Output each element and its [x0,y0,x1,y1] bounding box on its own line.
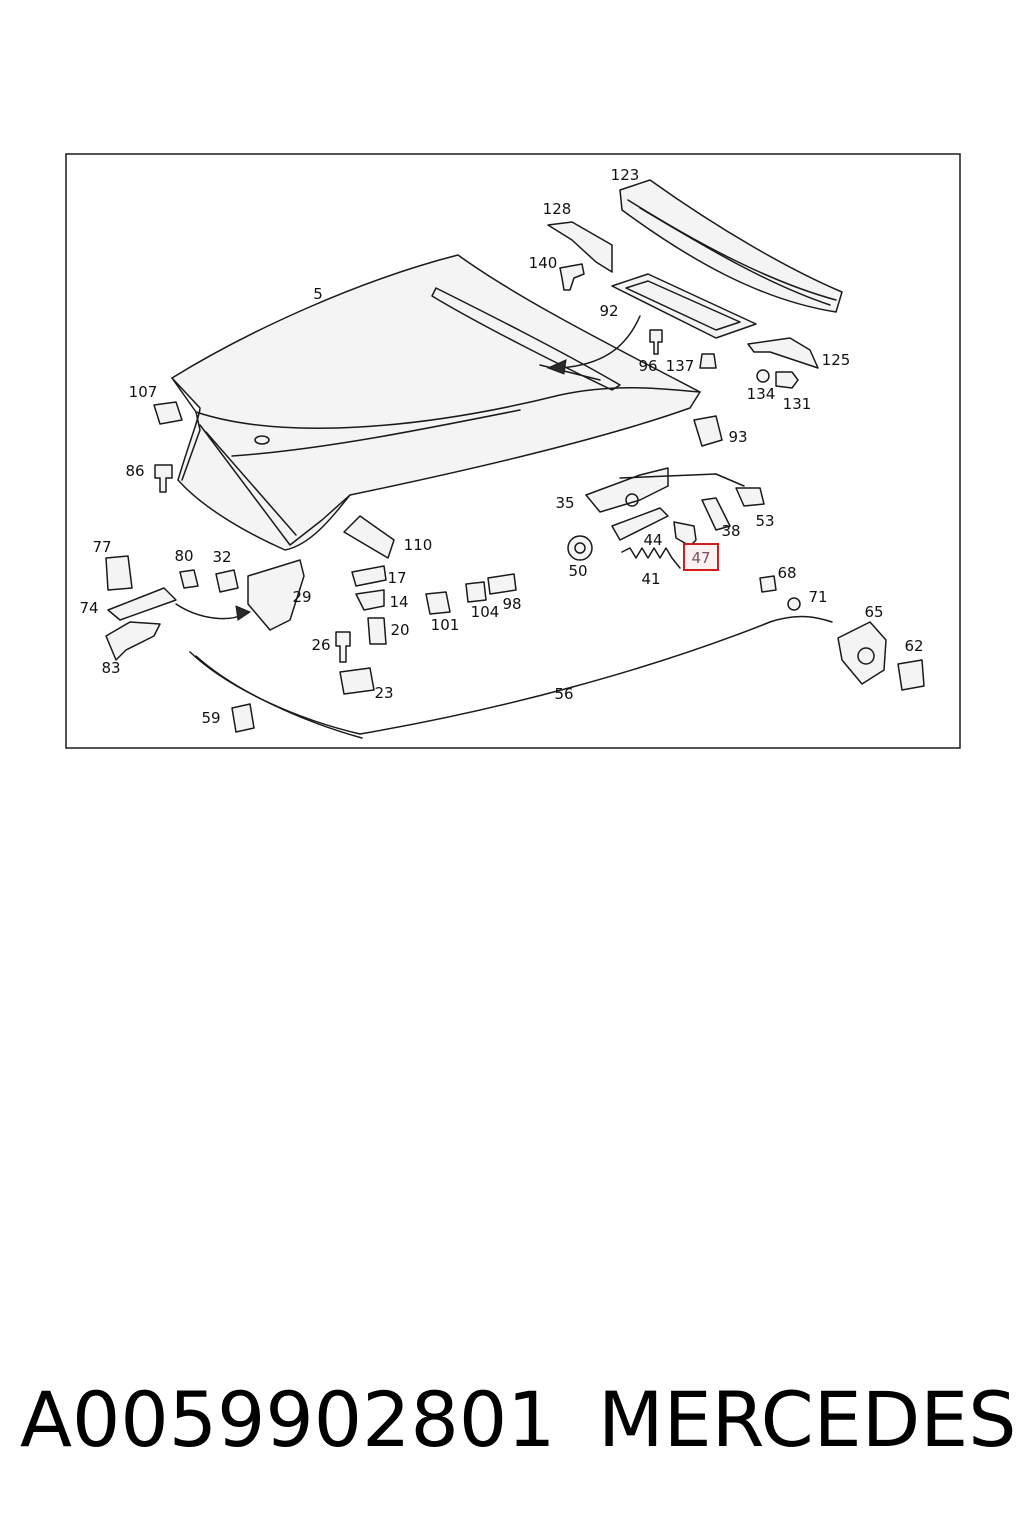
brand-name: MERCEDES [598,1375,1017,1464]
callout-80: 80 [174,547,193,565]
callout-107: 107 [129,383,158,401]
plate-17 [351,565,387,587]
callout-92: 92 [599,302,618,320]
callout-77: 77 [92,538,111,556]
spring-41 [621,547,681,569]
callout-134: 134 [747,385,776,403]
seal-92 [611,273,757,339]
clip-59 [231,703,255,733]
callout-32: 32 [212,548,231,566]
cowl-strip-part [619,179,843,313]
plate-44 [611,507,669,541]
callout-29: 29 [292,588,311,606]
buffer-107 [153,401,183,425]
callout-123: 123 [611,166,640,184]
callout-14: 14 [389,593,408,611]
pin-38 [701,497,731,531]
callout-53: 53 [755,512,774,530]
callout-68: 68 [777,564,796,582]
hood-part [171,254,701,551]
bolt-32 [215,569,239,593]
cable-56 [189,615,833,735]
clip-62 [897,659,925,691]
callout-44: 44 [643,531,662,549]
callout-56: 56 [554,685,573,703]
callout-26: 26 [311,636,330,654]
clip-140 [559,263,585,291]
block-93 [693,415,723,447]
callout-101: 101 [431,616,460,634]
callout-17: 17 [387,569,406,587]
bolt-26 [335,631,351,663]
washer-71 [787,597,801,611]
callout-38: 38 [721,522,740,540]
callout-71: 71 [808,588,827,606]
bolt-68 [759,575,777,593]
callout-65: 65 [864,603,883,621]
highlight-box-47 [683,543,719,571]
latch-23 [339,667,375,695]
callout-20: 20 [390,621,409,639]
nut-50 [567,535,593,561]
hinge-29 [247,559,305,631]
callout-50: 50 [568,562,587,580]
bolt-47 [673,521,697,547]
diagram-frame [65,153,961,749]
callout-23: 23 [374,684,393,702]
nut-137 [699,353,717,369]
callout-5: 5 [313,285,323,303]
callout-131: 131 [783,395,812,413]
callout-110: 110 [404,536,433,554]
bolt-86 [154,464,173,493]
callout-83: 83 [101,659,120,677]
nut-104 [465,581,487,603]
bolt-53 [735,487,765,507]
hinge-35 [585,467,745,513]
callout-41: 41 [641,570,660,588]
sleeve-98 [487,573,517,595]
callout-62: 62 [904,637,923,655]
clip-77 [105,555,133,591]
callout-96: 96 [638,357,657,375]
strip-110 [343,515,395,559]
bracket-14 [355,589,385,611]
callout-86: 86 [125,462,144,480]
bracket-125 [747,337,819,369]
callout-128: 128 [543,200,572,218]
callout-125: 125 [822,351,851,369]
bracket-74 [107,587,177,621]
callout-137: 137 [666,357,695,375]
bracket-128 [547,221,613,273]
bolt-131 [775,371,799,389]
callout-98: 98 [502,595,521,613]
callout-140: 140 [529,254,558,272]
callout-93: 93 [728,428,747,446]
bolt-101 [425,591,451,615]
lock-65 [837,621,887,685]
bracket-83 [105,621,161,661]
washer-134 [756,369,770,383]
callout-labels: 5 123 128 140 92 96 137 125 134 131 107 86 93 35 53 38 4… [79,166,923,727]
callout-74: 74 [79,599,98,617]
callout-104: 104 [471,603,500,621]
clip-80 [179,569,199,589]
callout-59: 59 [201,709,220,727]
screw-96 [649,329,663,355]
screw-20 [367,617,387,645]
part-number: A0059902801 [20,1375,556,1464]
callout-35: 35 [555,494,574,512]
callout-47: 47 [691,549,710,567]
caption: A0059902801 MERCEDES [0,1375,1024,1475]
